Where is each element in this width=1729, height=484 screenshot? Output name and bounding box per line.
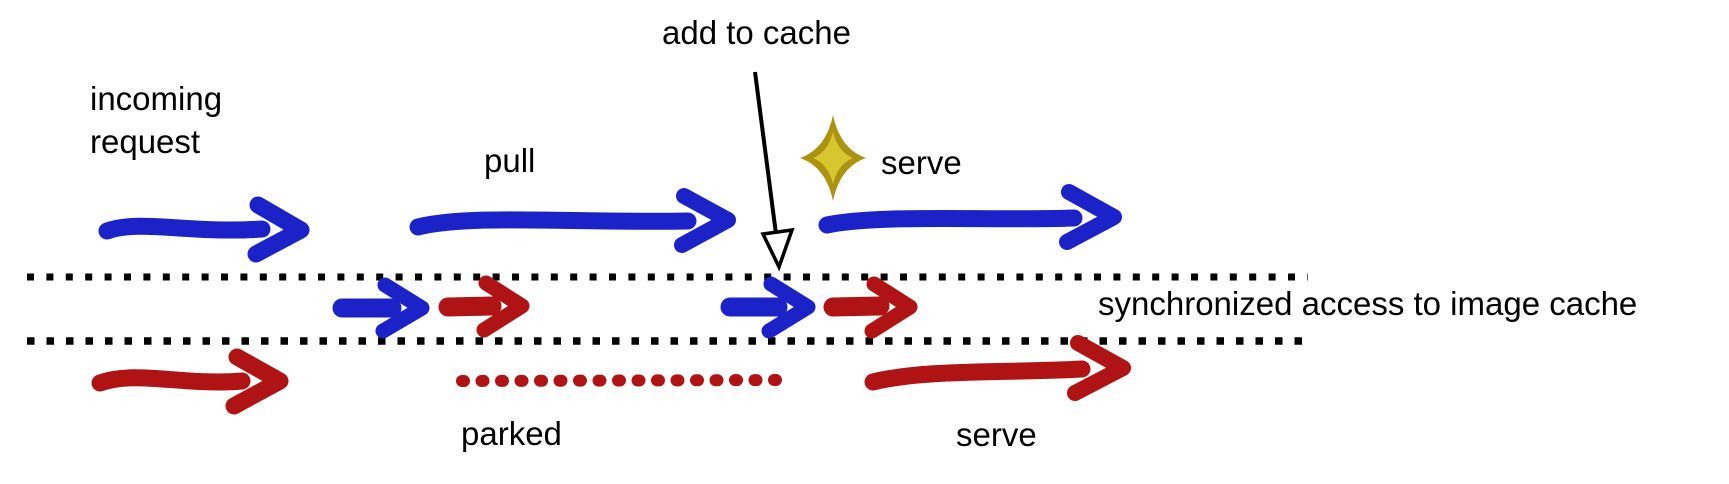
serve-arrow-blue <box>818 184 1122 250</box>
add-to-cache-pointer-arrow <box>753 71 795 272</box>
pull-arrow <box>409 188 736 253</box>
serve-top-label: serve <box>881 144 962 181</box>
red-request-arrow <box>91 348 289 415</box>
small-red-arrow-1 <box>438 275 530 338</box>
add-to-cache-label: add to cache <box>662 14 851 51</box>
sparkle-icon <box>800 115 866 201</box>
parked-dotted-line <box>456 374 793 387</box>
serve-arrow-red <box>864 335 1131 401</box>
parked-label: parked <box>461 415 562 452</box>
synchronized-access-label: synchronized access to image cache <box>1098 285 1638 322</box>
pull-label: pull <box>484 142 536 179</box>
small-blue-arrow-2 <box>720 276 816 339</box>
incoming-request-arrow <box>98 196 310 263</box>
serve-bottom-label: serve <box>956 416 1037 453</box>
incoming-request-label: incoming request <box>90 80 223 160</box>
small-red-arrow-2 <box>823 276 918 339</box>
small-blue-arrow-1 <box>332 277 430 339</box>
